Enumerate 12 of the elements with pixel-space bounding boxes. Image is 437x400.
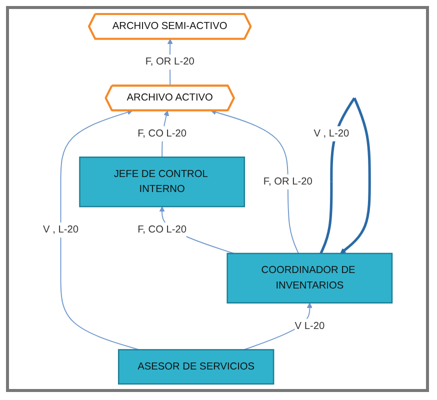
edge-label: V L-20 <box>294 320 325 332</box>
arrow <box>210 109 299 254</box>
edge-label: F, OR L-20 <box>145 56 194 68</box>
node-box: ASESOR DE SERVICIOS <box>118 349 274 385</box>
edge-label: V , L-20 <box>314 128 350 139</box>
edge-label: F, OR L-20 <box>263 176 312 187</box>
edge-label: V , L-20 <box>43 224 78 236</box>
edge-label: F, CO L-20 <box>138 128 187 139</box>
node-box: COORDINADOR DE INVENTARIOS <box>226 252 393 304</box>
edge-label: F, CO L-20 <box>138 224 187 236</box>
arrow <box>60 110 140 350</box>
node-box: JEFE DE CONTROL INTERNO <box>79 156 246 208</box>
